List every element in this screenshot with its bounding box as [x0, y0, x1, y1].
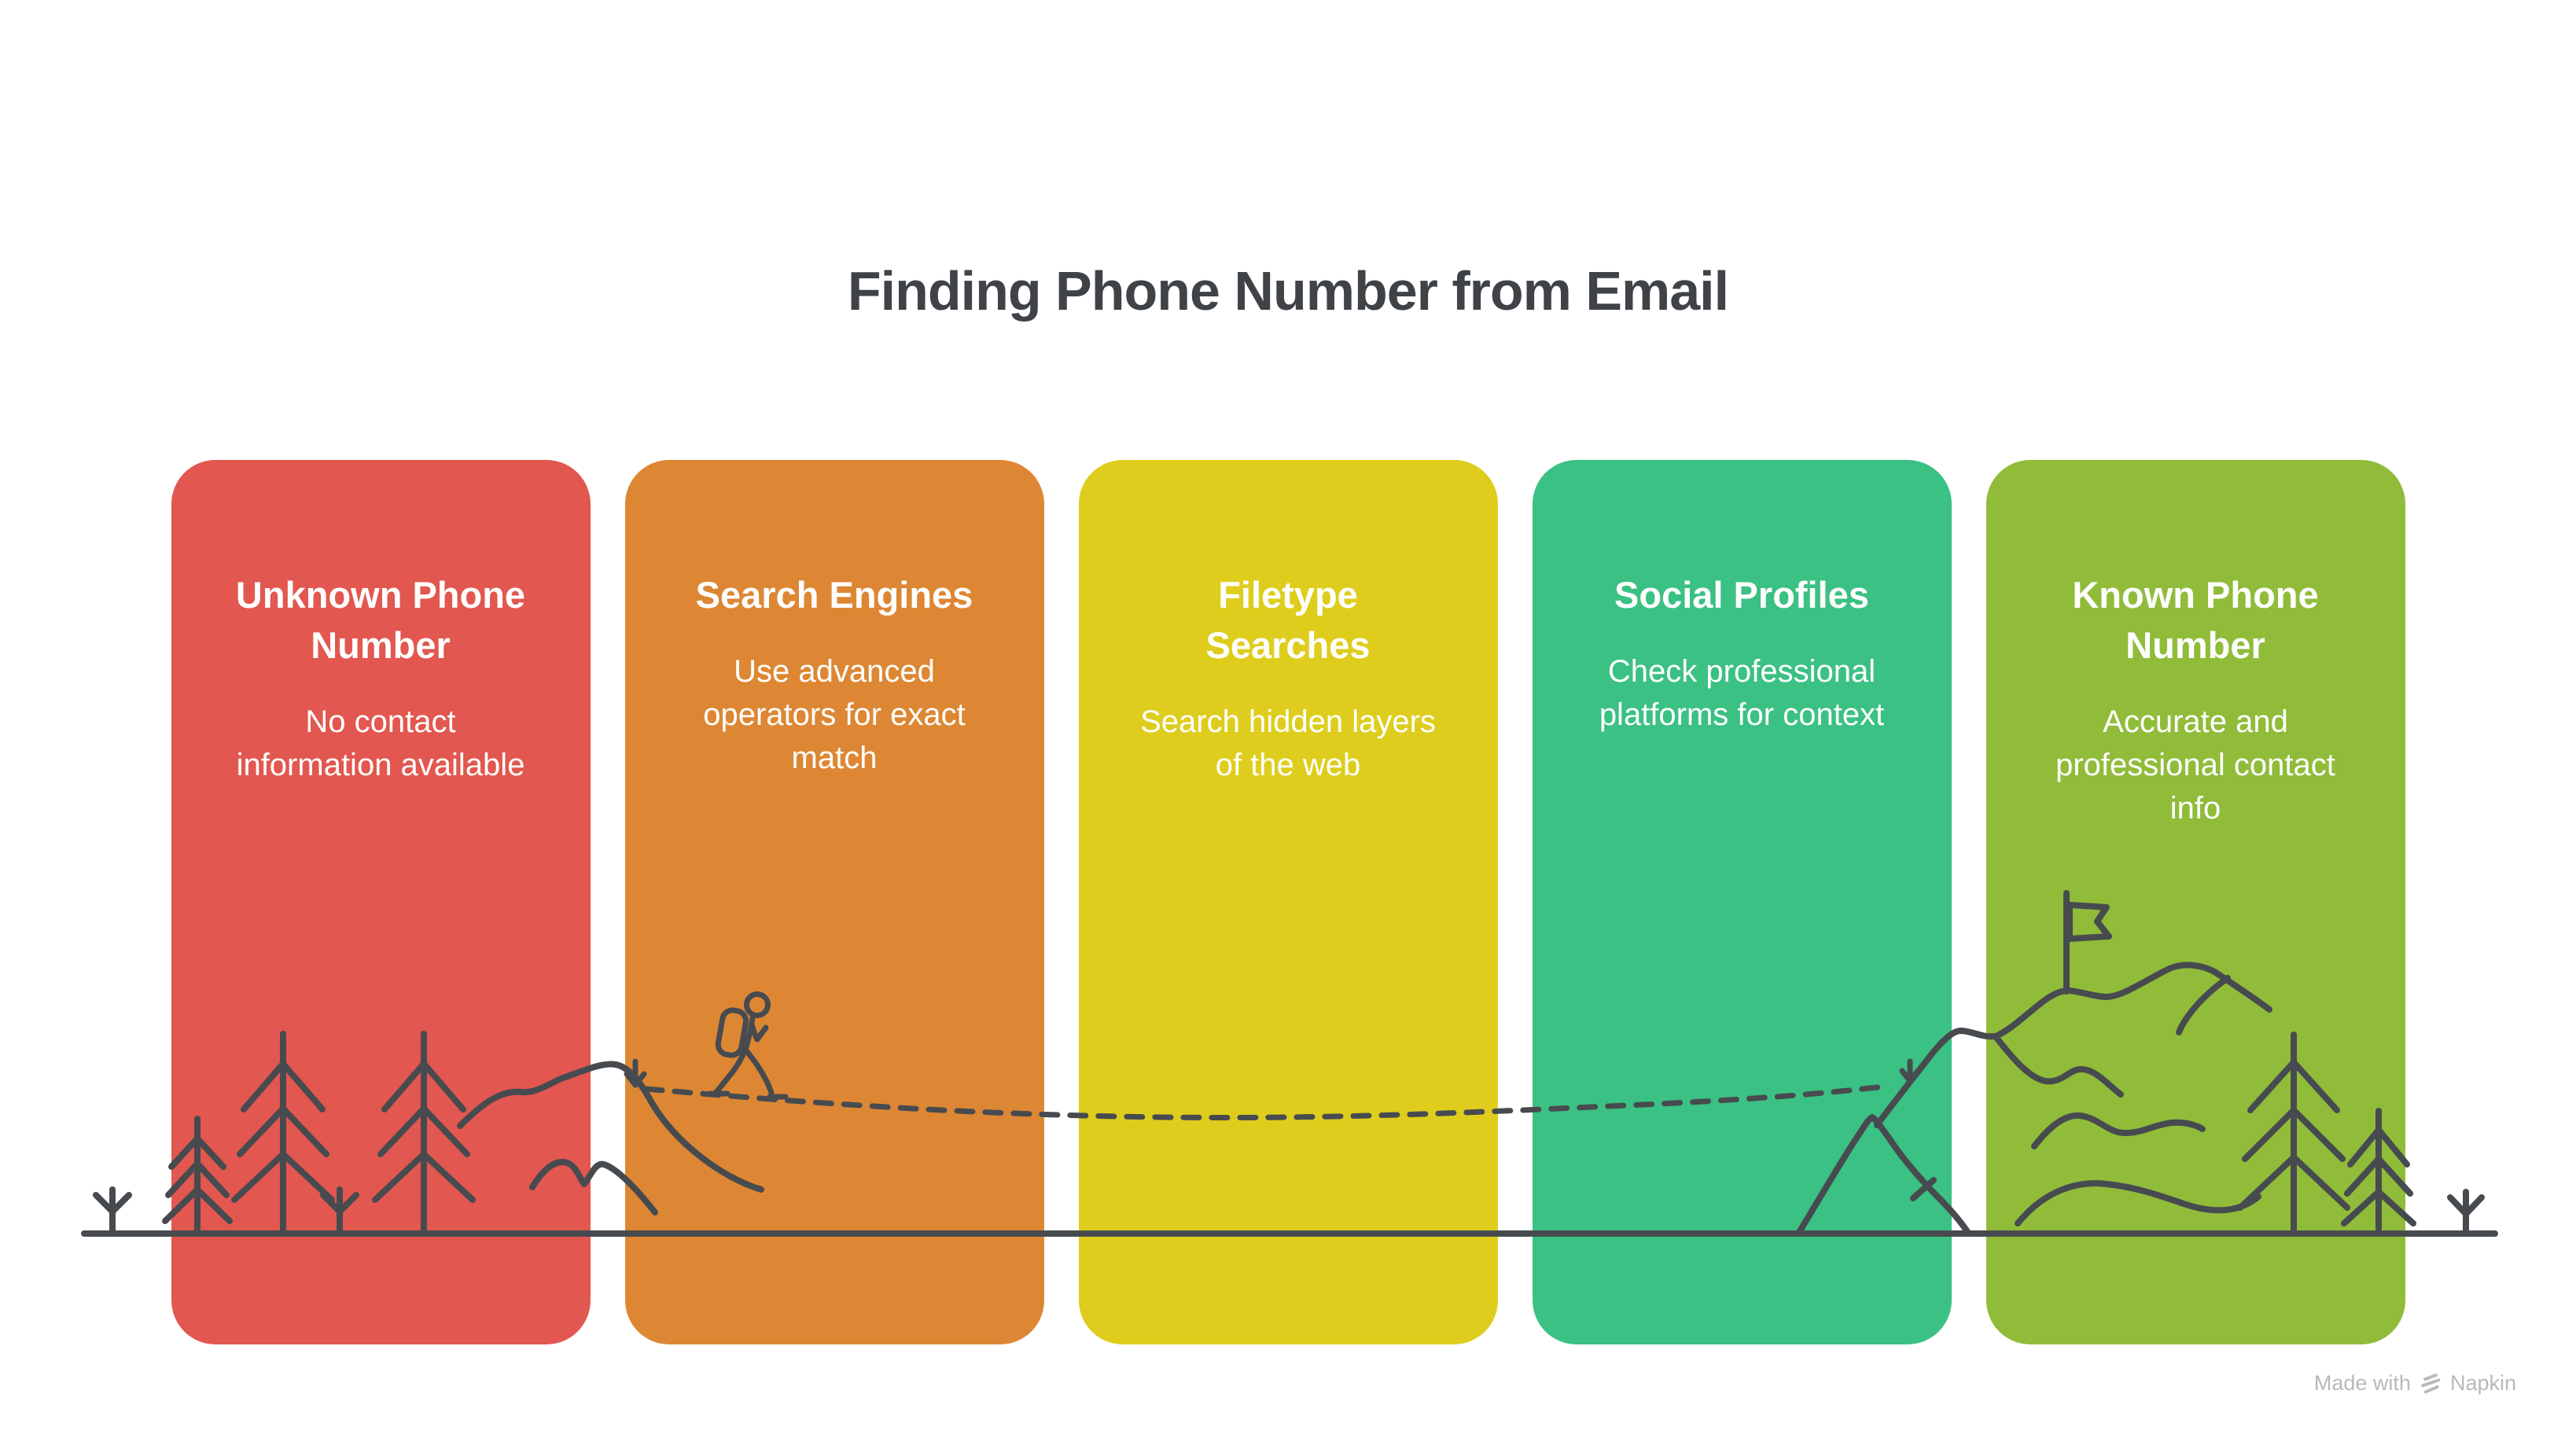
card-title: Filetype Searches	[1205, 574, 1371, 666]
card-title: Search Engines	[695, 574, 973, 616]
card-body: No contact information available	[236, 704, 525, 782]
card-body: Check professional platforms for context	[1599, 654, 1885, 732]
card-body: Use advanced operators for exact match	[703, 654, 966, 775]
stage-cards: Unknown Phone Number No contact informat…	[0, 460, 2576, 1344]
card-unknown-phone-number: Unknown Phone Number No contact informat…	[171, 460, 591, 1344]
page-title: Finding Phone Number from Email	[847, 260, 1729, 322]
card-title: Unknown Phone Number	[235, 574, 526, 666]
card-known-phone-number: Known Phone Number Accurate and professi…	[1985, 460, 2405, 1344]
card-title: Known Phone Number	[2072, 574, 2319, 666]
card-body: Search hidden layers of the web	[1140, 704, 1436, 782]
card-search-engines: Search Engines Use advanced operators fo…	[624, 460, 1044, 1344]
card-body: Accurate and professional contact info	[2055, 704, 2335, 826]
card-title: Social Profiles	[1614, 574, 1869, 616]
card-social-profiles: Social Profiles Check professional platf…	[1532, 460, 1952, 1344]
napkin-logo-icon	[2421, 1373, 2441, 1393]
watermark-brand: Napkin	[2449, 1371, 2516, 1395]
watermark: Made with Napkin	[2314, 1371, 2516, 1396]
watermark-text: Made with	[2313, 1371, 2411, 1395]
card-filetype-searches: Filetype Searches Search hidden layers o…	[1078, 460, 1498, 1344]
